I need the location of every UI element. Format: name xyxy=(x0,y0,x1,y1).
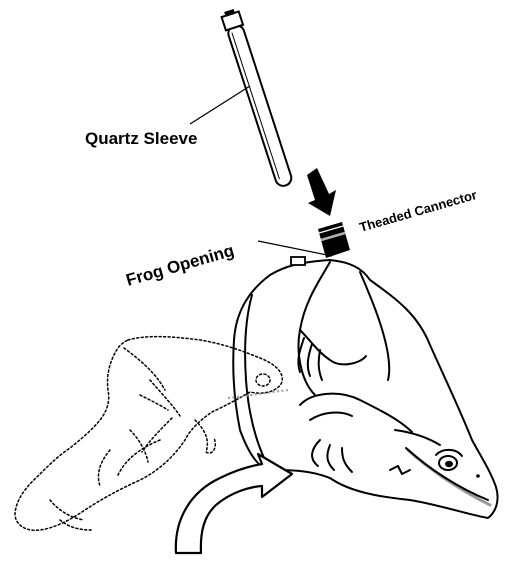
frog-opening-label: Frog Opening xyxy=(124,241,236,290)
frog-dotted xyxy=(15,337,290,531)
quartz-sleeve-leader xyxy=(190,86,250,124)
curved-arrow-icon xyxy=(176,454,292,553)
down-arrow-icon xyxy=(307,168,336,216)
quartz-sleeve-label: Quartz Sleeve xyxy=(85,129,197,148)
threaded-connector xyxy=(318,222,350,258)
threaded-connector-label: Theaded Cannector xyxy=(358,187,479,235)
frog-opening-leader xyxy=(258,241,332,256)
